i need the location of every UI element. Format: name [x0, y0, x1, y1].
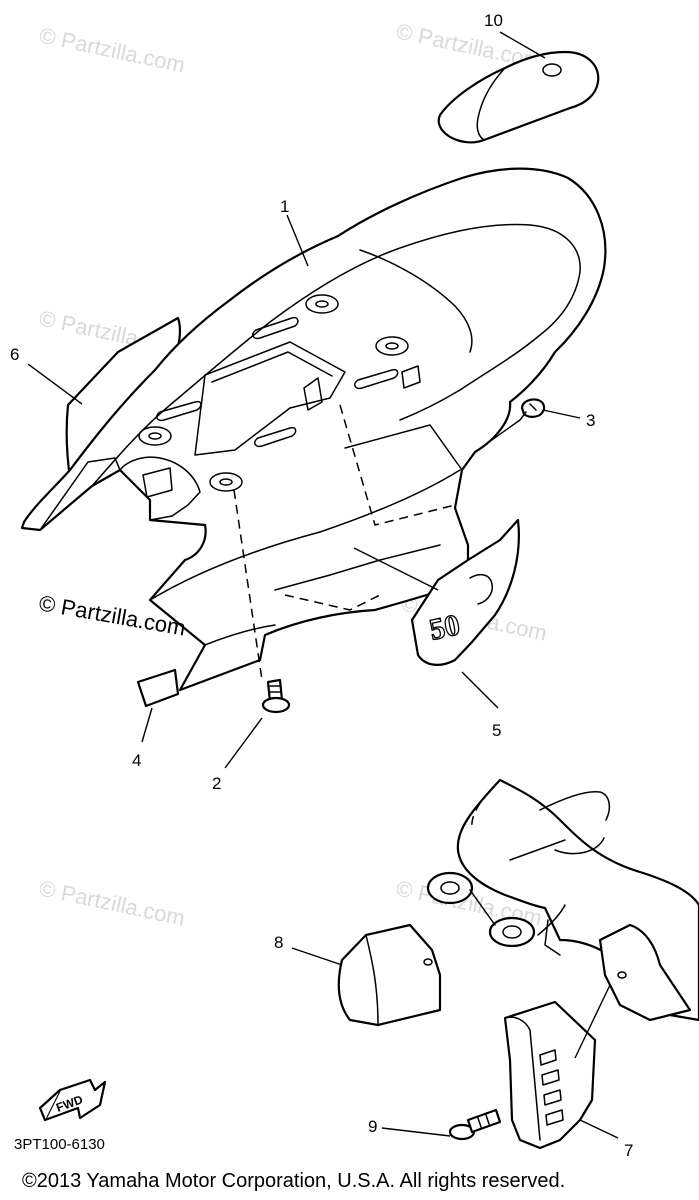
watermark-6: © Partzilla.com — [37, 875, 187, 930]
callout-7: 7 — [624, 1141, 633, 1160]
watermark-1: © Partzilla.com — [37, 22, 187, 77]
frame-section — [426, 778, 699, 1022]
alignment-lines — [233, 489, 263, 681]
part-1-rear-fender — [20, 167, 607, 692]
callout-2: 2 — [212, 774, 221, 793]
callout-8: 8 — [274, 933, 283, 952]
diagram-code: 3PT100-6130 — [14, 1136, 105, 1153]
callout-numbers: 10 1 6 3 5 4 2 8 9 7 — [10, 11, 633, 1160]
part-3-bolt — [519, 398, 546, 421]
callout-6: 6 — [10, 345, 19, 364]
callout-4: 4 — [132, 751, 141, 770]
callout-1: 1 — [280, 197, 289, 216]
callout-3: 3 — [586, 411, 595, 430]
leader-lines — [27, 31, 619, 1139]
part-8-cover — [337, 923, 442, 1027]
copyright-notice: ©2013 Yamaha Motor Corporation, U.S.A. A… — [22, 1170, 566, 1192]
part-2-bolt — [261, 678, 291, 714]
part-9-screw — [448, 1108, 502, 1141]
part-4-reflector — [136, 668, 180, 708]
callout-5: 5 — [492, 721, 501, 740]
callout-9: 9 — [368, 1117, 377, 1136]
part-7-guard — [503, 1000, 597, 1150]
fwd-arrow-icon: FWD — [38, 1078, 107, 1122]
decal-50-text: 50 — [427, 608, 463, 647]
callout-10: 10 — [484, 11, 503, 30]
part-10-pad — [437, 50, 600, 144]
part-5-decal: 50 — [410, 518, 520, 666]
